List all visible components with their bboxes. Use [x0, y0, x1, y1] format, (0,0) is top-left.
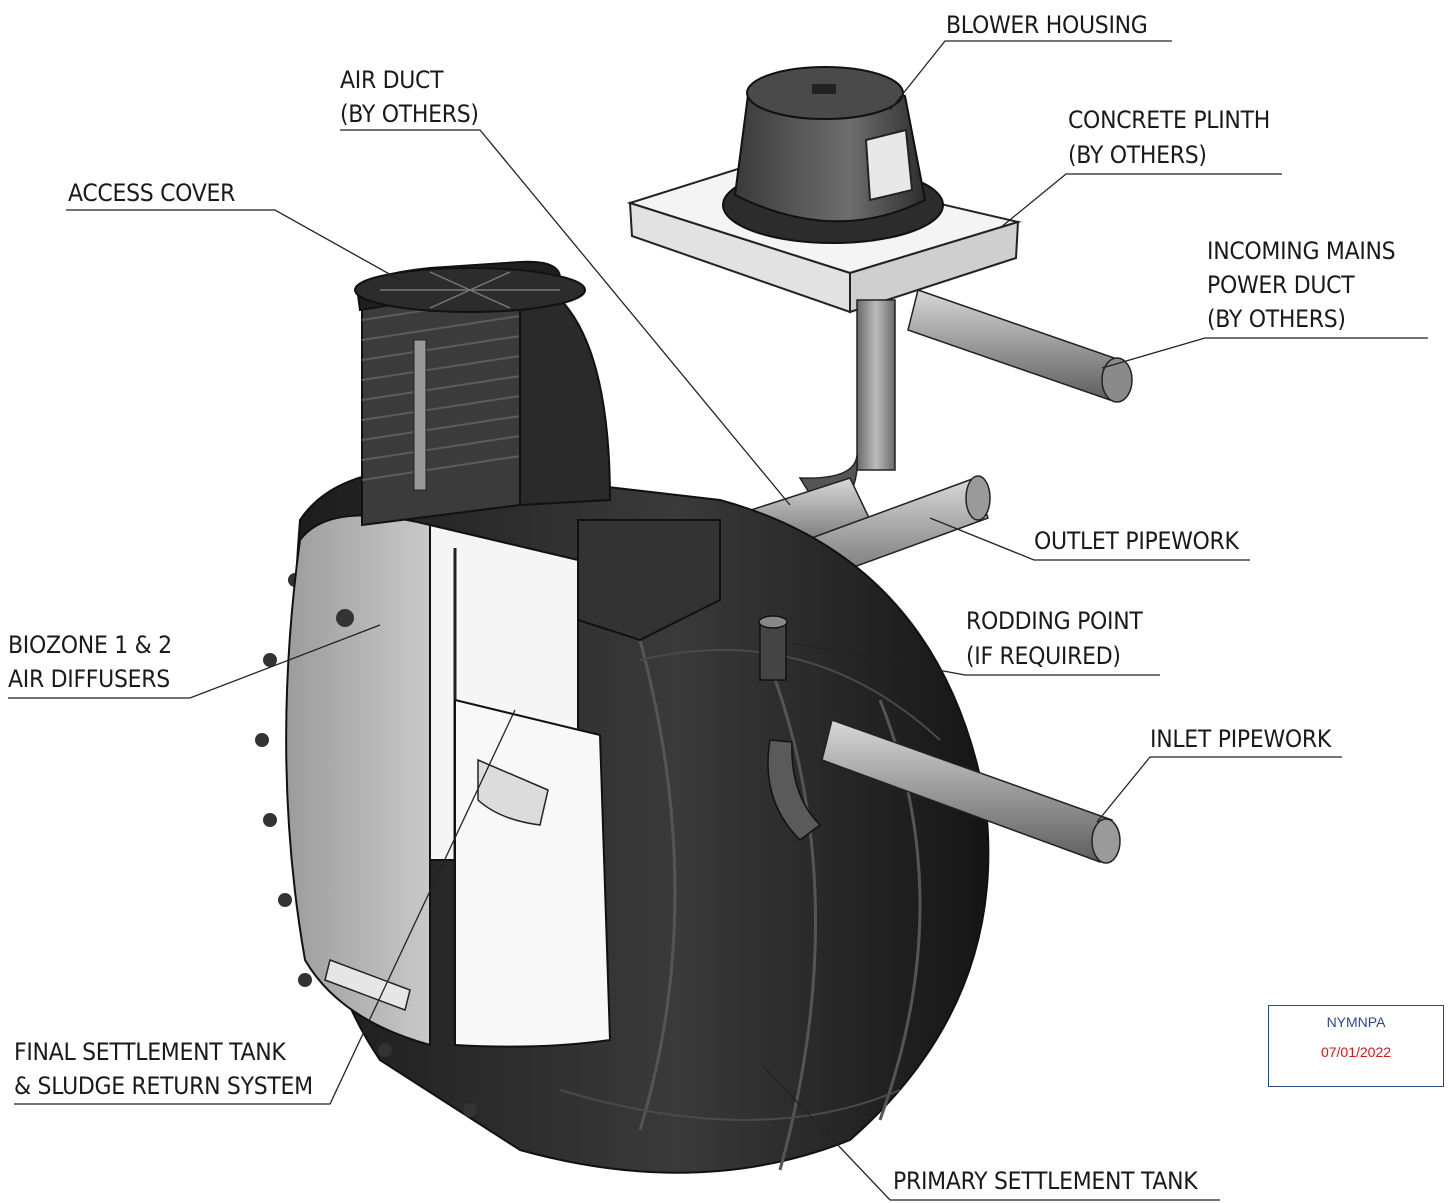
blower-housing [722, 66, 944, 244]
label-inlet-pipework: INLET PIPEWORK [1150, 726, 1332, 754]
leader-final-settlement [14, 709, 516, 1105]
riser [361, 273, 612, 527]
inlet-elbow [767, 739, 822, 841]
leader-power-duct [1101, 337, 1428, 369]
label-concrete-plinth-line1: CONCRETE PLINTH [1068, 107, 1270, 135]
leader-air-duct [340, 129, 791, 506]
leader-lines [8, 40, 1428, 1201]
leader-concrete-plinth [999, 173, 1282, 229]
label-air-duct-line2: (BY OTHERS) [340, 101, 479, 129]
leader-outlet-pipework [929, 517, 1250, 561]
inlet-pipe [821, 719, 1121, 864]
stamp-org: NYMNPA [1326, 1014, 1386, 1030]
label-concrete-plinth-line2: (BY OTHERS) [1068, 142, 1207, 170]
label-final-settlement-line2: & SLUDGE RETURN SYSTEM [14, 1073, 313, 1101]
label-incoming-mains-line2: POWER DUCT [1207, 272, 1355, 300]
leader-primary-settlement [761, 1064, 1220, 1201]
label-rodding-point-line2: (IF REQUIRED) [966, 643, 1121, 671]
label-access-cover: ACCESS COVER [68, 180, 236, 208]
leader-access-cover [66, 209, 401, 281]
label-outlet-pipework: OUTLET PIPEWORK [1034, 528, 1239, 556]
planning-stamp: NYMNPA 07/01/2022 [1268, 1005, 1444, 1087]
label-primary-settlement: PRIMARY SETTLEMENT TANK [893, 1168, 1198, 1196]
label-biozone-line1: BIOZONE 1 & 2 [8, 632, 172, 660]
label-biozone-line2: AIR DIFFUSERS [8, 666, 170, 694]
leader-biozone [8, 624, 381, 699]
biozone-cutaway [285, 514, 431, 1047]
power-duct [907, 289, 1133, 403]
leader-rodding-point [791, 642, 1160, 676]
outlet-housing [577, 519, 721, 642]
access-cover [354, 260, 586, 313]
label-incoming-mains-line3: (BY OTHERS) [1207, 306, 1346, 334]
stamp-date: 07/01/2022 [1320, 1044, 1392, 1060]
label-blower-housing: BLOWER HOUSING [946, 12, 1148, 40]
label-incoming-mains-line1: INCOMING MAINS [1207, 238, 1396, 266]
label-rodding-point-line1: RODDING POINT [966, 608, 1143, 636]
leader-inlet-pipework [1096, 756, 1342, 823]
leader-blower-housing [889, 40, 1172, 111]
label-final-settlement-line1: FINAL SETTLEMENT TANK [14, 1039, 286, 1067]
final-settlement-cutaway [429, 523, 612, 1048]
label-air-duct-line1: AIR DUCT [340, 67, 444, 95]
rodding-point [758, 615, 788, 681]
